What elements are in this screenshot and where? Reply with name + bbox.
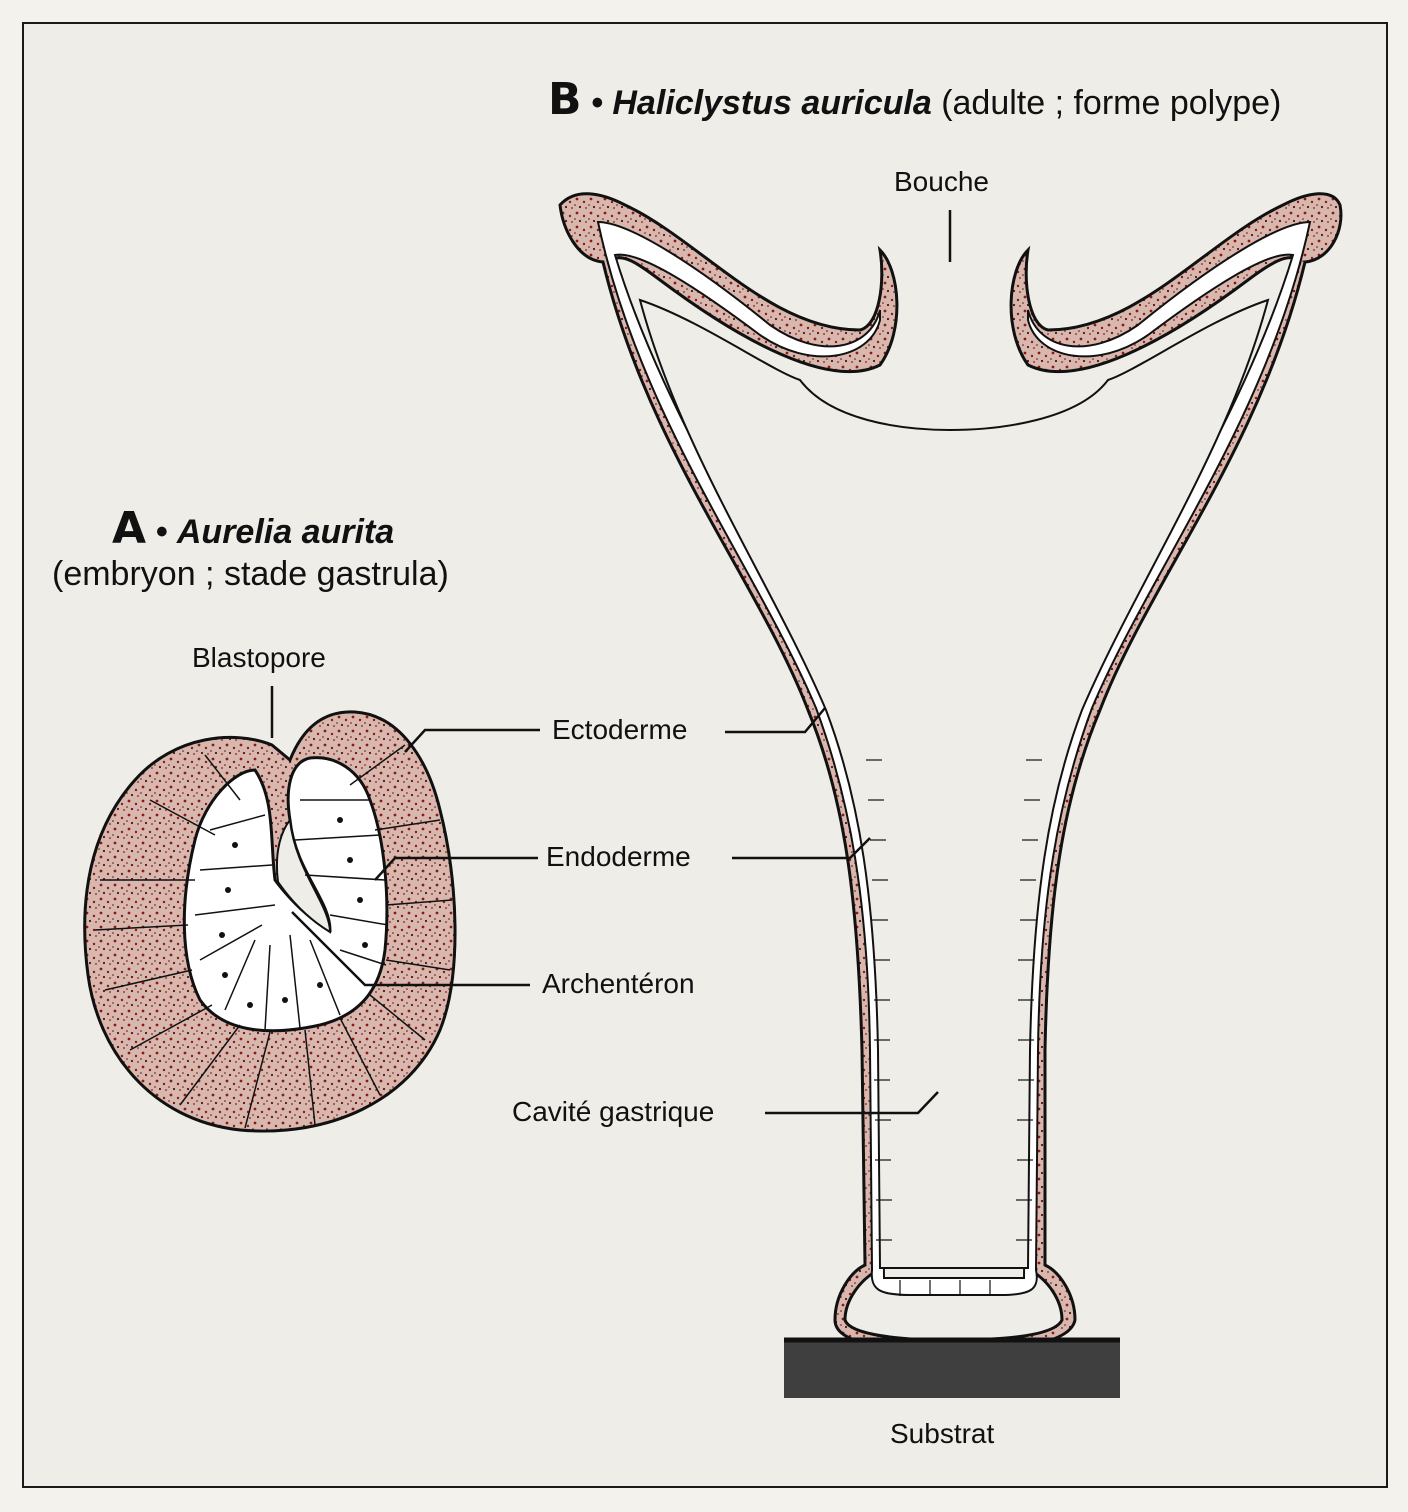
panel-a-note: (embryon ; stade gastrula) <box>52 555 449 593</box>
panel-b-bullet: • <box>591 84 603 122</box>
panel-a-bullet: • <box>155 513 168 551</box>
gastrula-embryo <box>83 710 457 1133</box>
panel-a-species: Aurelia aurita <box>176 513 395 551</box>
label-cavite-gastrique: Cavité gastrique <box>512 1096 715 1127</box>
panel-b-title: B • Haliclystus auricula (adulte ; forme… <box>548 74 1281 125</box>
label-ectoderme: Ectoderme <box>552 714 688 745</box>
panel-a-title: A • Aurelia aurita <box>112 503 394 554</box>
label-endoderme: Endoderme <box>546 841 691 872</box>
label-bouche: Bouche <box>894 166 989 197</box>
panel-b-letter: B <box>548 74 582 125</box>
label-archenteron: Archentéron <box>542 968 695 999</box>
endoderme-leader-right <box>732 837 871 860</box>
panel-b-species: Haliclystus auricula <box>612 84 932 122</box>
archenteron-leader <box>291 911 530 987</box>
ectoderme-leader-right <box>725 707 826 734</box>
gastrula-nuclei <box>219 817 368 1008</box>
gastric-cavity <box>638 298 1270 1269</box>
polyp-body <box>558 192 1343 1352</box>
label-substrat: Substrat <box>890 1418 995 1449</box>
cavite-leader <box>765 1091 939 1115</box>
panel-b-note: (adulte ; forme polype) <box>941 84 1282 122</box>
polyp-endoderm <box>596 220 1312 1296</box>
substrate-block <box>784 1340 1120 1398</box>
polyp-cell-walls <box>866 759 1042 1296</box>
gastrula-cell-walls <box>94 744 453 1129</box>
label-blastopore: Blastopore <box>192 642 326 673</box>
panel-a-letter: A <box>112 503 147 554</box>
endoderme-leader-left <box>374 856 538 881</box>
leader-lines <box>270 210 952 1115</box>
ectoderme-leader-left <box>404 728 540 753</box>
